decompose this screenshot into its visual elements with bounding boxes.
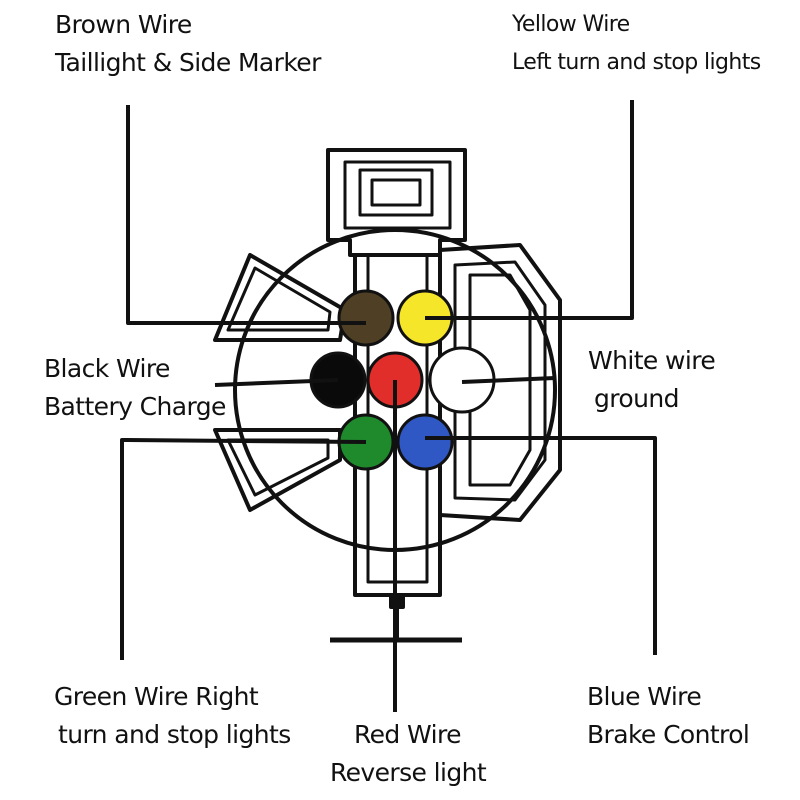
brown-pin: [337, 289, 395, 347]
left-spoke-lower: [213, 428, 342, 512]
black-leader: [214, 378, 339, 387]
green-leader: [120, 438, 367, 660]
white-wire-label: White wire ground: [588, 346, 716, 413]
red-wire-label: Red Wire Reverse light: [330, 720, 487, 787]
blue-leader: [425, 436, 657, 655]
blue-wire-label: Blue Wire Brake Control: [587, 682, 750, 749]
top-latch: [326, 148, 467, 257]
blue-pin: [396, 413, 454, 471]
green-wire-label: Green Wire Right turn and stop lights: [54, 682, 291, 749]
yellow-wire-label: Yellow Wire Left turn and stop lights: [512, 12, 761, 75]
black-wire-label: Black Wire Battery Charge: [44, 354, 226, 421]
yellow-leader: [425, 100, 634, 320]
right-wing: [438, 243, 562, 522]
white-leader: [461, 376, 556, 384]
left-spoke-upper: [213, 253, 347, 342]
top-latch-tab: [358, 168, 434, 217]
brown-wire-label: Brown Wire Taillight & Side Marker: [55, 10, 321, 77]
top-latch-inner: [343, 160, 452, 230]
brown-leader: [126, 105, 366, 325]
